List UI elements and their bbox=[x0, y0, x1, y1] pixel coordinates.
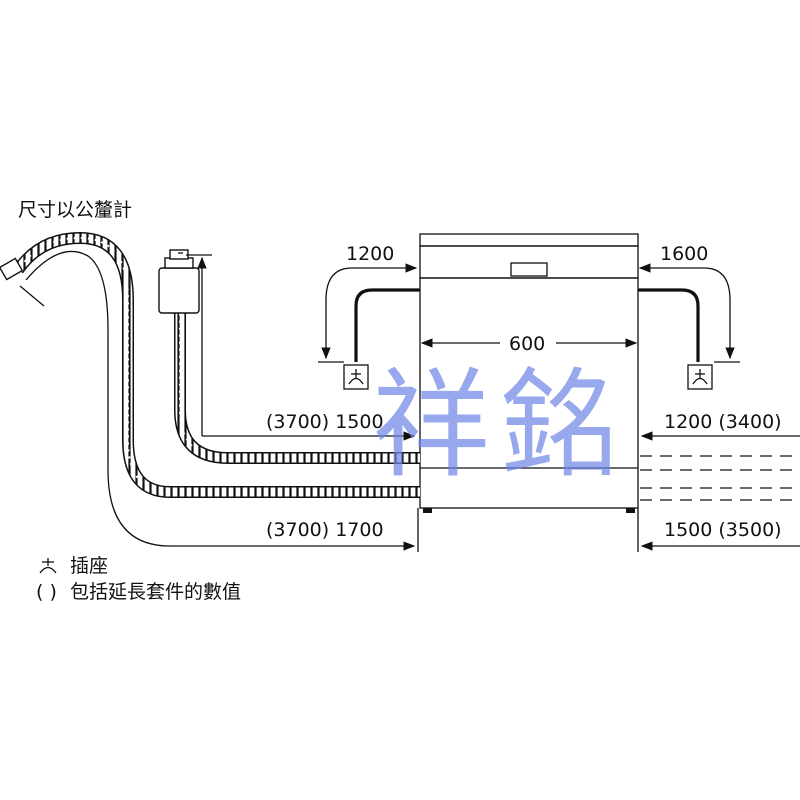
drain-hose bbox=[158, 249, 420, 464]
dishwasher-front-view bbox=[419, 233, 639, 513]
left-power-dimension: 1200 bbox=[318, 243, 418, 363]
left-inlet-dimension: (3700) 1700 bbox=[19, 250, 414, 546]
left-power-cable-length: 1200 bbox=[346, 243, 394, 265]
right-hose-paths bbox=[640, 455, 800, 501]
power-cable-right bbox=[638, 288, 700, 362]
legend-parentheses-label: 包括延長套件的數值 bbox=[70, 581, 241, 603]
drain-siphon bbox=[158, 267, 200, 314]
right-power-dimension: 1600 bbox=[638, 243, 740, 363]
width-dimension: 600 bbox=[420, 333, 638, 355]
right-inlet-dimension: 1500 (3500) bbox=[640, 519, 800, 551]
power-cable-left bbox=[354, 288, 420, 362]
appliance-width: 600 bbox=[509, 333, 545, 355]
display-panel bbox=[510, 262, 548, 277]
foot-left bbox=[423, 508, 432, 513]
legend-socket-label: 插座 bbox=[70, 555, 108, 577]
right-drain-hose-length: 1200 (3400) bbox=[664, 411, 782, 433]
socket-icon bbox=[687, 364, 713, 390]
watermark: 祥銘 bbox=[372, 356, 628, 494]
socket-icon bbox=[343, 364, 369, 390]
right-power-cable-length: 1600 bbox=[660, 243, 708, 265]
left-drain-hose-length: (3700) 1500 bbox=[266, 411, 384, 433]
left-drain-dimension: (3700) 1500 bbox=[186, 254, 416, 441]
inlet-hose bbox=[0, 231, 420, 498]
legend-parentheses-symbol: ( ) bbox=[36, 581, 57, 603]
socket-icon bbox=[39, 558, 57, 574]
right-drain-dimension: 1200 (3400) bbox=[640, 411, 800, 441]
right-inlet-hose-length: 1500 (3500) bbox=[664, 519, 782, 541]
left-inlet-hose-length: (3700) 1700 bbox=[266, 519, 384, 541]
foot-right bbox=[626, 508, 635, 513]
inlet-connector bbox=[0, 257, 24, 281]
legend: 插座 ( ) 包括延長套件的數值 bbox=[36, 555, 241, 603]
units-note: 尺寸以公釐計 bbox=[18, 199, 132, 221]
